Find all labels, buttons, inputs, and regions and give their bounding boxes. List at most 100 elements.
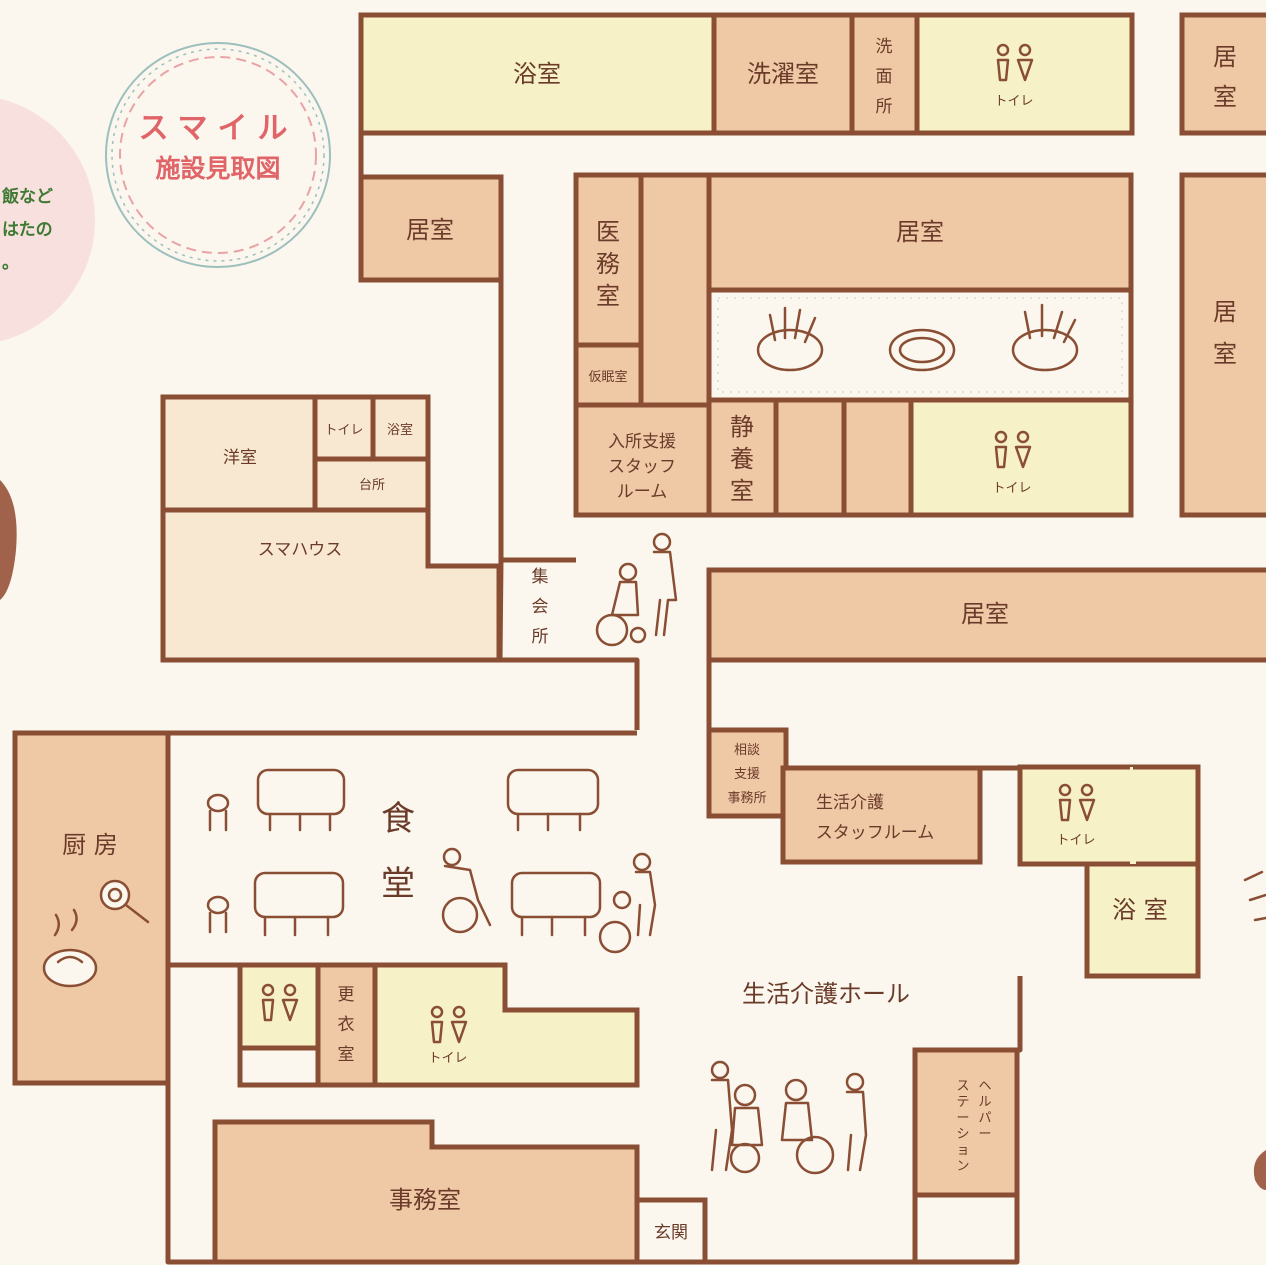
note-line-1: 飯など [1,186,53,207]
room-smahouse[interactable] [160,507,502,663]
room-living-middle[interactable] [706,567,1266,663]
room-medical[interactable] [573,172,644,348]
label-meeting-1: 集 [532,567,549,587]
room-toilet-center[interactable] [908,397,1134,518]
room-office[interactable] [212,1119,640,1265]
room-helper-station[interactable] [912,1047,1020,1198]
edge-marks-right [1243,870,1266,922]
toilet-icon [430,1005,468,1044]
corridor-block [638,172,712,408]
label-washroom-3: 所 [876,97,893,117]
label-helper-9: ョ [956,1143,969,1158]
toilet-icon [261,983,299,1022]
toilet-icon [996,43,1034,82]
room-storage-lower[interactable] [237,1045,321,1088]
label-helper-8: シ [956,1127,969,1142]
room-changing[interactable] [315,962,378,1088]
label-intake-3: ルーム [617,482,668,502]
label-kitchen-small: 台所 [359,478,385,493]
label-meeting-3: 所 [532,627,549,647]
courtyard-garden [706,287,1134,403]
room-rest[interactable] [706,397,779,518]
label-meeting-2: 会 [532,597,549,617]
label-living-tr-2: 室 [1213,83,1237,111]
room-living-left[interactable] [358,174,504,283]
badge-title: スマイル [138,111,297,146]
label-medical-1: 医 [596,218,620,246]
label-hall: 生活介護ホール [742,980,910,1008]
wheelchair-user-icon [441,847,657,954]
label-western: 洋室 [223,448,257,468]
badge-subtitle: 施設見取図 [155,154,280,183]
room-entrance[interactable] [634,1197,708,1265]
toilet-icon [994,430,1032,469]
room-bath-right-upper[interactable] [1130,764,1201,867]
room-kitchen[interactable] [12,730,171,1086]
room-intake-staff[interactable] [573,402,712,518]
label-bath-right: 浴 室 [1112,896,1168,924]
label-smahouse: スマハウス [258,540,343,560]
label-consult-1: 相談 [734,742,760,758]
label-living-tr-1: 居 [1213,43,1237,71]
info-bubble: 飯など はたの 。 [0,98,95,342]
room-small-b[interactable] [841,397,914,518]
label-rest-2: 養 [730,445,754,473]
label-living-r-2: 室 [1213,340,1237,368]
people-group-icon [710,1060,868,1175]
label-helper-5: ス [956,1079,969,1094]
label-toilet-small: トイレ [324,423,363,438]
pan-icon [42,879,150,988]
label-helper-2: ル [978,1095,991,1110]
room-living-top-right[interactable] [1179,12,1266,136]
label-medical-3: 室 [596,282,620,310]
room-small-a[interactable] [773,397,847,518]
label-intake-1: 入所支援 [608,432,676,452]
edge-decoration-left [0,480,17,600]
label-helper-7: ー [956,1111,969,1126]
toilet-icon [1058,783,1096,822]
label-helper-6: テ [956,1095,969,1110]
title-badge: スマイル 施設見取図 [105,42,331,268]
label-living-r-1: 居 [1213,298,1237,326]
room-kitchen-small[interactable] [312,456,431,513]
room-toilet-lower-left[interactable] [237,962,321,1051]
label-medical-2: 務 [596,250,620,278]
label-office: 事務室 [389,1186,461,1214]
label-consult-2: 支援 [734,767,760,782]
helper-station-label: ヘ ル パ ー ス テ ー シ ョ ン [956,1079,991,1174]
label-rest-1: 静 [730,413,754,441]
label-kitchen: 厨 房 [62,831,118,859]
label-toilet-lower: トイレ [428,1051,467,1066]
note-line-2: はたの [2,220,53,240]
label-toilet-lower-right: トイレ [1056,833,1095,848]
label-changing-2: 衣 [338,1015,355,1035]
label-living-center: 居室 [896,218,944,246]
label-bath-top: 浴室 [513,60,561,88]
label-consult-3: 事務所 [727,791,766,806]
label-helper-1: ヘ [978,1079,991,1094]
label-life-staff-2: スタッフルーム [816,823,935,843]
room-toilet-lower-right[interactable] [1017,764,1136,867]
label-laundry: 洗濯室 [747,60,819,88]
label-washroom-1: 洗 [876,37,893,57]
label-changing-1: 更 [338,985,355,1005]
room-life-staff[interactable] [780,765,983,865]
dining-table-icon [206,768,602,937]
room-bath-top[interactable] [358,12,717,136]
room-toilet-lower[interactable] [372,962,640,1088]
room-toilet-top[interactable] [914,12,1135,136]
label-nap: 仮眠室 [588,369,627,385]
room-living-right[interactable] [1179,172,1266,518]
label-living-left: 居室 [406,216,454,244]
note-line-3: 。 [2,253,19,273]
label-rest-3: 室 [730,477,754,505]
label-toilet-center: トイレ [992,481,1031,496]
label-entrance: 玄関 [654,1223,688,1243]
label-helper-3: パ [978,1111,991,1126]
label-helper-4: ー [978,1127,991,1142]
people-wheelchair-icon [595,532,678,647]
label-intake-2: スタッフ [608,457,676,477]
label-life-staff-1: 生活介護 [816,793,884,813]
label-bath-small: 浴室 [387,422,413,438]
